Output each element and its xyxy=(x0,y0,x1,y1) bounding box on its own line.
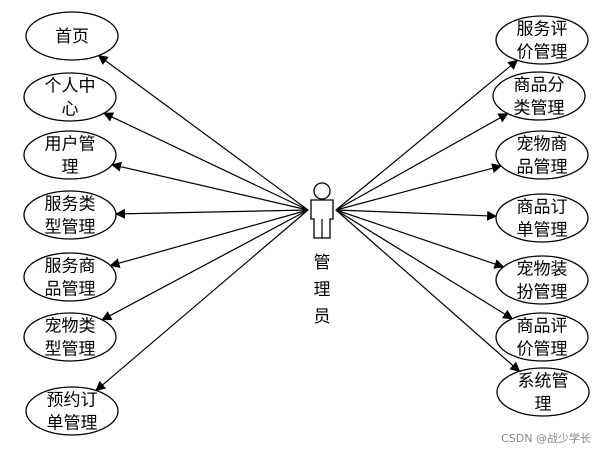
use-case-label: 心 xyxy=(62,100,79,120)
use-case-label: 服务类 xyxy=(45,195,96,215)
association-arrow xyxy=(101,209,309,321)
use-case-ellipse xyxy=(25,11,119,61)
association-arrow xyxy=(335,209,521,373)
association-arrow xyxy=(335,163,503,211)
use-case-label: 宠物商 xyxy=(517,135,568,155)
use-case-ellipse xyxy=(23,312,117,362)
actor-name-line: 理 xyxy=(314,280,331,300)
use-case-label: 品管理 xyxy=(45,280,96,300)
use-case-label: 价管理 xyxy=(517,43,568,63)
use-case-ellipse xyxy=(495,312,589,362)
use-case-node: 首页 xyxy=(25,11,119,61)
use-case-label: 型管理 xyxy=(45,218,96,238)
use-case-label: 单管理 xyxy=(47,414,98,434)
use-case-label: 宠物装 xyxy=(517,260,568,280)
use-case-label: 预约订 xyxy=(47,391,98,411)
use-case-ellipse xyxy=(23,72,117,122)
use-case-ellipse xyxy=(23,252,117,302)
association-arrows xyxy=(95,55,521,392)
association-arrow xyxy=(97,55,309,211)
use-case-label: 用户管 xyxy=(45,135,96,155)
association-arrow xyxy=(335,209,514,320)
use-case-label: 服务商 xyxy=(45,257,96,277)
use-case-label: 商品订 xyxy=(517,198,568,218)
use-case-label: 单管理 xyxy=(517,221,568,241)
association-arrow xyxy=(335,59,519,211)
use-case-label: 类管理 xyxy=(514,99,565,119)
use-case-label: 首页 xyxy=(55,27,89,47)
use-case-label: 扮管理 xyxy=(517,283,568,303)
actor-name-line: 管 xyxy=(314,253,331,273)
use-case-ellipse xyxy=(495,15,589,65)
stick-figure-icon xyxy=(310,182,334,239)
use-case-label: 理 xyxy=(535,395,552,415)
association-arrow xyxy=(335,209,505,269)
use-case-ellipse xyxy=(23,190,117,240)
use-case-label: 价管理 xyxy=(517,340,568,360)
watermark-text: CSDN @战少学长 xyxy=(501,431,591,445)
actor-name-line: 员 xyxy=(314,307,331,327)
association-arrow xyxy=(111,161,309,211)
use-case-ellipse xyxy=(495,255,589,305)
use-case-ellipse xyxy=(496,367,590,417)
actor-admin: 管 理 员 xyxy=(310,182,334,327)
use-case-label: 服务评 xyxy=(517,20,568,40)
use-case-ellipse xyxy=(23,130,117,180)
use-case-label: 型管理 xyxy=(45,340,96,360)
association-arrow xyxy=(335,209,498,221)
use-case-label: 商品评 xyxy=(517,317,568,337)
use-case-label: 系统管 xyxy=(518,372,569,392)
association-arrow xyxy=(115,208,309,219)
use-case-ellipse xyxy=(492,71,586,121)
association-arrow xyxy=(335,113,509,211)
use-case-label: 品管理 xyxy=(517,158,568,178)
use-case-ellipse xyxy=(495,193,589,243)
use-cases: 首页个人中心用户管理服务类型管理服务商品管理宠物类型管理预约订单管理服务评价管理… xyxy=(23,11,590,436)
association-arrow xyxy=(95,209,309,392)
use-case-ellipse xyxy=(25,386,119,436)
use-case-label: 商品分 xyxy=(514,76,565,96)
association-arrow xyxy=(109,209,309,268)
use-case-label: 理 xyxy=(62,158,79,178)
use-case-ellipse xyxy=(495,130,589,180)
association-arrow xyxy=(103,112,309,211)
use-case-label: 个人中 xyxy=(45,77,96,97)
use-case-label: 宠物类 xyxy=(45,317,96,337)
